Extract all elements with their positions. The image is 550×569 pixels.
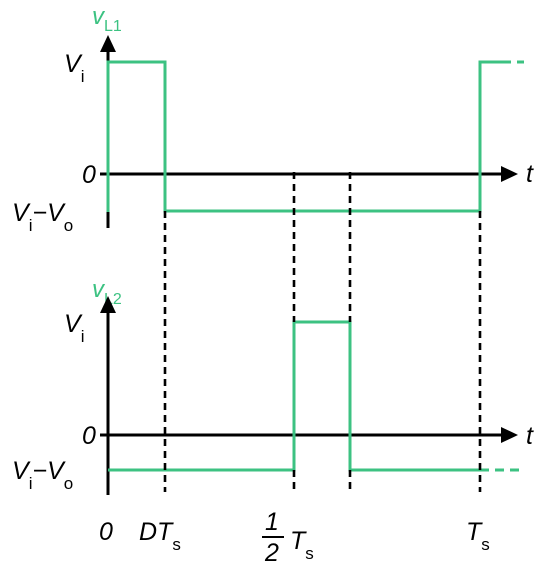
dts-label: DTs: [139, 518, 181, 554]
origin-label: 0: [99, 518, 113, 546]
bottom-zero-label: 0: [82, 422, 96, 450]
time-labels: 0 DTs 1 2 Ts Ts: [99, 508, 490, 567]
bottom-waveform: [108, 320, 480, 472]
time-markers: [163, 172, 482, 492]
top-y-arrow: [100, 35, 116, 52]
bottom-plot: vL2 t Vi 0 Vi−Vo: [12, 276, 534, 495]
half-numerator: 1: [265, 508, 279, 536]
ts-label: Ts: [466, 518, 490, 554]
top-signal-name: vL1: [92, 3, 122, 35]
top-zero-label: 0: [82, 161, 96, 189]
half-denominator: 2: [264, 539, 279, 567]
bottom-y-arrow: [100, 296, 116, 313]
bottom-vi-label: Vi: [64, 310, 84, 346]
top-vi-label: Vi: [64, 50, 84, 86]
top-x-arrow: [501, 166, 518, 182]
bottom-x-arrow: [501, 427, 518, 443]
top-plot: vL1 t Vi 0 Vi−Vo: [12, 3, 534, 235]
half-ts-label: 1 2 Ts: [262, 508, 314, 567]
top-waveform: [106, 60, 502, 213]
bottom-vi-vo-label: Vi−Vo: [12, 457, 73, 493]
half-ts-symbol: Ts: [290, 527, 314, 563]
top-t-label: t: [526, 160, 534, 188]
top-vi-vo-label: Vi−Vo: [12, 199, 73, 235]
bottom-t-label: t: [526, 422, 534, 450]
